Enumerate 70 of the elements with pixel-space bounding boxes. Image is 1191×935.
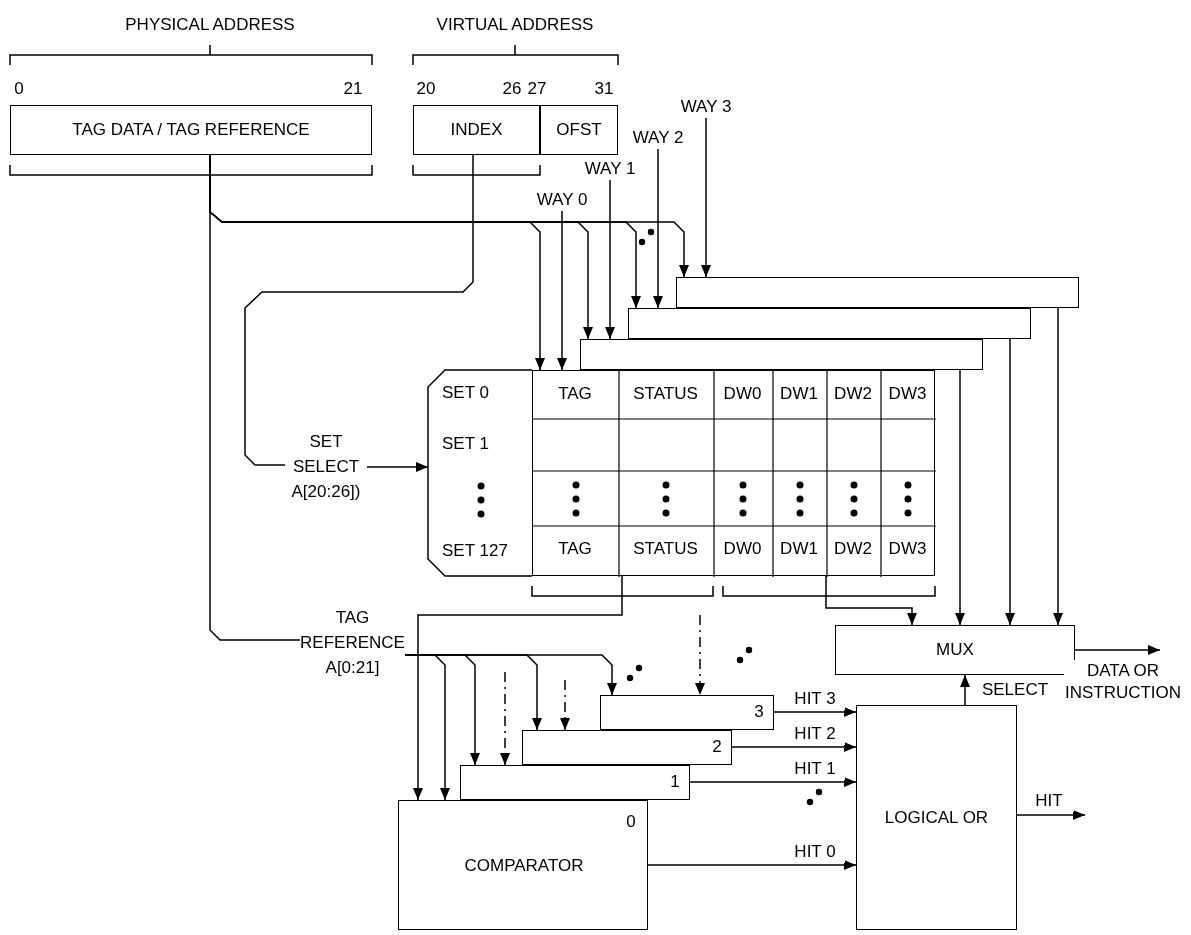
field-name: DW1 xyxy=(779,383,819,405)
arrow xyxy=(960,674,970,706)
bit-number: 20 xyxy=(415,78,437,100)
connector-line xyxy=(244,154,474,466)
arrow xyxy=(1016,810,1086,820)
address-field: INDEX xyxy=(413,105,540,155)
bit-number: 27 xyxy=(526,78,548,100)
comparator-box xyxy=(600,695,774,730)
bit-number: 26 xyxy=(501,78,523,100)
comparator-box xyxy=(460,765,690,800)
arrow xyxy=(605,179,615,340)
bit-number: 21 xyxy=(342,78,364,100)
address-field: OFST xyxy=(540,105,618,155)
comparator-number: 1 xyxy=(669,771,681,793)
cache-way-plane xyxy=(676,277,1079,308)
field-name: DW2 xyxy=(833,383,873,405)
field-name: DW1 xyxy=(779,538,819,560)
comparator-number: 3 xyxy=(753,701,765,723)
field-name: TAG xyxy=(557,538,593,560)
cache-array xyxy=(532,370,935,576)
field-name: STATUS xyxy=(632,383,699,405)
way-label: WAY 1 xyxy=(580,156,640,180)
arrow xyxy=(557,210,567,371)
set-label: SET 0 xyxy=(442,382,490,404)
arrow xyxy=(413,575,623,801)
dashed-arrow xyxy=(695,614,705,696)
field-name: DW3 xyxy=(887,383,928,405)
arrow xyxy=(366,462,429,472)
dashed-arrow xyxy=(500,671,510,766)
cache-way-plane xyxy=(580,339,983,370)
bit-number: 31 xyxy=(593,78,615,100)
comparator-label: COMPARATOR xyxy=(463,855,585,877)
dashed-arrow xyxy=(560,679,570,731)
arrow xyxy=(731,742,857,752)
mux-box: MUX xyxy=(835,625,1075,675)
logic-gate-box: LOGICAL OR xyxy=(856,705,1017,930)
field-name: DW0 xyxy=(722,383,763,405)
comparator-box xyxy=(522,730,732,765)
arrow xyxy=(653,148,663,309)
field-name: DW0 xyxy=(722,538,763,560)
set-label: SET 1 xyxy=(442,433,490,455)
way-label: WAY 0 xyxy=(532,187,592,211)
arrow xyxy=(1005,338,1015,626)
section-heading: VIRTUAL ADDRESS xyxy=(435,14,595,36)
arrow xyxy=(701,117,711,278)
signal-label: TAG REFERENCE A[0:21] xyxy=(300,603,405,681)
way-label: WAY 2 xyxy=(628,125,688,149)
signal-label: SET SELECT A[20:26]) xyxy=(285,428,367,504)
way-label: WAY 3 xyxy=(676,94,736,118)
arrow xyxy=(647,860,857,870)
cache-way-plane xyxy=(628,308,1031,339)
arrow xyxy=(955,369,965,626)
comparator-box xyxy=(398,800,648,930)
arrow xyxy=(1074,645,1161,655)
set-label: SET 127 xyxy=(442,540,509,562)
arrow xyxy=(1053,307,1063,626)
arrow xyxy=(773,707,857,717)
arrow xyxy=(825,575,917,626)
address-field: TAG DATA / TAG REFERENCE xyxy=(10,105,372,155)
section-heading: PHYSICAL ADDRESS xyxy=(124,14,296,36)
comparator-number: 2 xyxy=(711,736,723,758)
set-select-bracket xyxy=(428,370,532,576)
field-name: TAG xyxy=(557,383,593,405)
arrow xyxy=(404,654,617,696)
comparator-number: 0 xyxy=(625,811,637,833)
arrow xyxy=(689,777,857,787)
field-name: DW3 xyxy=(887,538,928,560)
bit-number: 0 xyxy=(13,78,25,100)
field-name: STATUS xyxy=(632,538,699,560)
field-name: DW2 xyxy=(833,538,873,560)
